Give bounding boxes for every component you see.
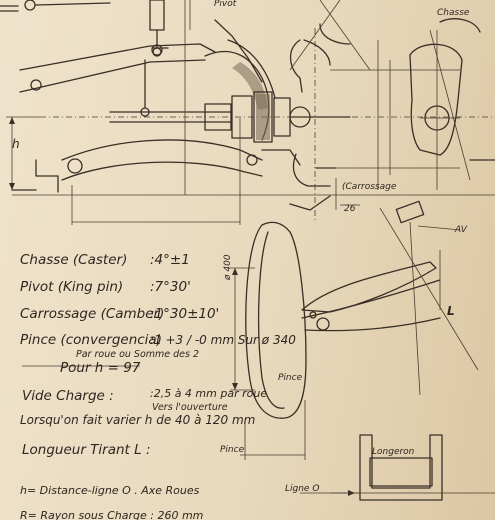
label-diameter-400: ø 400: [223, 254, 233, 280]
spec-pivot-value: :7°30': [150, 279, 191, 295]
label-av: AV: [455, 225, 467, 235]
spec-chasse-label: Chasse (Caster): [20, 252, 128, 268]
label-pince-bottom: Pince: [220, 445, 245, 455]
drive-shaft: [40, 91, 495, 143]
wheel-profile: [289, 23, 351, 220]
label-h: h: [12, 137, 20, 151]
longeron-section: [300, 434, 495, 501]
dimension-lines: [71, 0, 391, 225]
steering-arm: [301, 200, 479, 396]
legend-r: R= Rayon sous Charge : 260 mm: [20, 509, 204, 520]
spec-pivot-label: Pivot (King pin): [20, 279, 124, 295]
chasse-detail: [409, 18, 495, 190]
spec-carrossage-value: :1°30±10': [150, 306, 220, 322]
top-left-mark: [0, 0, 111, 12]
spec-carrossage-label: Carrossage (Camber): [20, 306, 165, 322]
label-longeron: Longeron: [372, 447, 415, 457]
wheel-front-view: [230, 221, 307, 460]
spec-pince-label: Pince (convergencia): [20, 332, 162, 348]
label-carrossage: (Carrossage: [342, 182, 397, 192]
spring-column: [149, 0, 191, 56]
legend-h: h= Distance-ligne O . Axe Roues: [20, 484, 200, 497]
spec-pince-note: Par roue ou Somme des 2: [76, 349, 200, 360]
label-ligne-o: Ligne O: [285, 484, 320, 494]
h-dimension: [6, 116, 40, 190]
label-L: L: [447, 304, 455, 318]
camber-detail: [335, 178, 360, 210]
spec-vide-label: Vide Charge :: [22, 388, 114, 404]
frame-bracket: [11, 159, 495, 196]
lower-wishbone: [61, 139, 301, 181]
label-26: 26: [344, 204, 356, 214]
label-pince-small: Pince: [278, 373, 303, 383]
steering-knuckle: [140, 39, 276, 141]
spec-pince-pour: Pour h = 97: [60, 360, 141, 376]
label-pivot: Pivot: [214, 0, 237, 9]
label-chasse-top: Chasse: [437, 8, 470, 18]
spec-lorsqu: Lorsqu'on fait varier h de 40 à 120 mm: [20, 413, 256, 427]
upper-wishbone: [19, 19, 263, 93]
spec-chasse-value: :4°±1: [150, 252, 190, 268]
caster-lines: [289, 0, 460, 169]
spec-vide-note: Vers l'ouverture: [152, 402, 228, 413]
spec-longueur: Longueur Tirant L :: [22, 442, 151, 458]
spec-vide-value: :2,5 à 4 mm par roue: [150, 387, 268, 400]
spec-pince-value: :1 +3 / -0 mm Sur ø 340: [150, 333, 296, 347]
